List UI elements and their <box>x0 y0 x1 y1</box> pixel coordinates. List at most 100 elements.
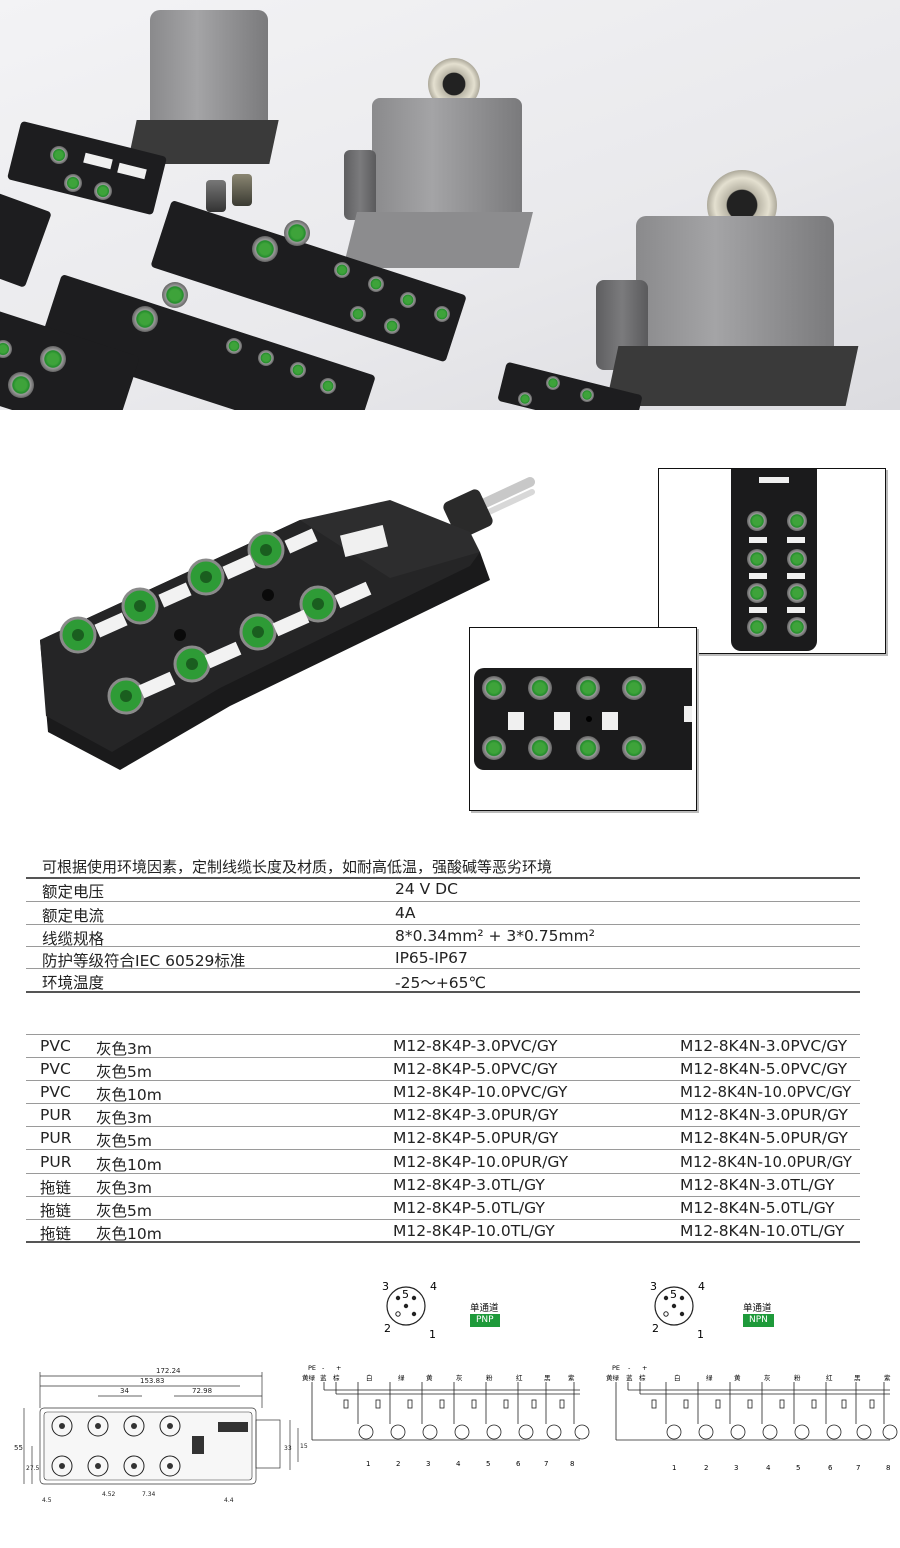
model-material: PVC <box>40 1037 71 1055</box>
intro-text: 可根据使用环境因素，定制线缆长度及材质，如耐高低温，强酸碱等恶劣环境 <box>42 858 553 876</box>
channel-color: 紫 <box>884 1374 891 1382</box>
pin-label: 2 <box>384 1322 391 1335</box>
m12-port <box>747 617 767 637</box>
m12-port <box>8 372 34 398</box>
model-material: 拖链 <box>40 1202 72 1220</box>
table-rule <box>26 924 860 925</box>
channel-number: 2 <box>704 1464 708 1472</box>
label-plate <box>602 712 618 730</box>
m12-port <box>50 146 68 164</box>
pnp-badge: PNP <box>470 1314 500 1327</box>
m12-port <box>787 511 807 531</box>
wire-color: 黄绿 <box>302 1373 316 1382</box>
m12-port <box>0 340 12 358</box>
pin-label: 3 <box>650 1280 657 1293</box>
model-material: PUR <box>40 1129 72 1147</box>
m8-connector <box>232 174 252 206</box>
table-rule <box>26 1219 860 1220</box>
model-cable: 灰色10m <box>96 1086 162 1104</box>
model-pnp: M12-8K4P-10.0PUR/GY <box>393 1153 569 1171</box>
channel-color: 灰 <box>764 1373 771 1382</box>
pin-label: 5 <box>670 1288 677 1301</box>
table-rule <box>26 968 860 969</box>
model-cable: 灰色5m <box>96 1063 152 1081</box>
m12-port <box>350 306 366 322</box>
dim-pitch: 34 <box>120 1387 129 1395</box>
connector-hood-middle <box>372 98 522 228</box>
m12-port <box>787 549 807 569</box>
spec-label: 线缆规格 <box>42 930 105 948</box>
channel-color: 红 <box>826 1373 833 1382</box>
wire-color: 棕 <box>639 1373 646 1382</box>
model-material: PVC <box>40 1060 71 1078</box>
model-pnp: M12-8K4P-5.0TL/GY <box>393 1199 545 1217</box>
pin-label: 4 <box>430 1280 437 1293</box>
rail-label: + <box>336 1364 341 1372</box>
spec-label: 防护等级符合IEC 60529标准 <box>42 952 246 970</box>
pin-label: 4 <box>698 1280 705 1293</box>
model-npn: M12-8K4N-5.0PVC/GY <box>680 1060 848 1078</box>
channel-number: 1 <box>672 1464 676 1472</box>
m12-port <box>334 262 350 278</box>
wire-color: 黄绿 <box>606 1373 620 1382</box>
model-npn: M12-8K4N-3.0PVC/GY <box>680 1037 848 1055</box>
wire-color: 蓝 <box>626 1373 633 1382</box>
label-plate <box>749 573 767 579</box>
spec-value: 4A <box>395 904 416 922</box>
dim-mid: 153.83 <box>140 1377 165 1385</box>
channel-color: 白 <box>366 1373 373 1382</box>
m12-port <box>434 306 450 322</box>
model-material: PUR <box>40 1106 72 1124</box>
model-pnp: M12-8K4P-3.0PUR/GY <box>393 1106 559 1124</box>
channel-number: 5 <box>796 1464 800 1472</box>
table-rule <box>26 901 860 902</box>
connector-hood-right <box>636 216 834 366</box>
wiring-diagram-npn: PE - + 黄绿 蓝 棕 白 绿 黄 灰 粉 红 黑 紫 1 2 3 4 5 … <box>606 1364 898 1472</box>
model-cable: 灰色10m <box>96 1156 162 1174</box>
rail-label: + <box>642 1364 647 1372</box>
model-cable: 灰色10m <box>96 1225 162 1243</box>
model-material: PVC <box>40 1083 71 1101</box>
rail-label: PE <box>612 1364 620 1372</box>
model-pnp: M12-8K4P-10.0PVC/GY <box>393 1083 568 1101</box>
m12-port <box>368 276 384 292</box>
m12-port <box>580 388 594 402</box>
m12-port <box>747 549 767 569</box>
pin-label: 2 <box>652 1322 659 1335</box>
model-pnp: M12-8K4P-3.0PVC/GY <box>393 1037 558 1055</box>
channel-number: 5 <box>486 1460 490 1468</box>
channel-label: 单通道 <box>470 1303 499 1314</box>
m12-port <box>384 318 400 334</box>
model-cable: 灰色5m <box>96 1132 152 1150</box>
channel-color: 黑 <box>544 1374 551 1382</box>
spec-label: 环境温度 <box>42 974 105 992</box>
dim-d5: 33 <box>284 1445 292 1452</box>
model-material: 拖链 <box>40 1179 72 1197</box>
pinout-npn: 3 5 4 2 1 <box>650 1280 705 1341</box>
channel-color: 粉 <box>486 1373 493 1382</box>
model-cable: 灰色3m <box>96 1109 152 1127</box>
spec-label: 额定电压 <box>42 883 105 901</box>
model-pnp: M12-8K4P-5.0PUR/GY <box>393 1129 559 1147</box>
m12-port <box>226 338 242 354</box>
m12-port <box>576 676 600 700</box>
m12-port <box>546 376 560 390</box>
model-npn: M12-8K4N-3.0PUR/GY <box>680 1106 848 1124</box>
dim-h2: 27.5 <box>26 1465 40 1472</box>
channel-color: 绿 <box>398 1373 405 1382</box>
channel-number: 3 <box>734 1464 738 1472</box>
m12-port <box>528 676 552 700</box>
channel-color: 黑 <box>854 1374 861 1382</box>
m12-port <box>787 583 807 603</box>
dim-d2: 7.34 <box>142 1491 156 1498</box>
channel-number: 7 <box>544 1460 548 1468</box>
label-plate <box>554 712 570 730</box>
table-rule <box>26 1103 860 1104</box>
spec-value: 24 V DC <box>395 880 458 898</box>
spec-label: 额定电流 <box>42 907 105 925</box>
table-rule <box>26 991 860 993</box>
model-npn: M12-8K4N-10.0PUR/GY <box>680 1153 852 1171</box>
table-rule <box>26 1057 860 1058</box>
inset-top-view <box>658 468 886 654</box>
model-cable: 灰色5m <box>96 1202 152 1220</box>
